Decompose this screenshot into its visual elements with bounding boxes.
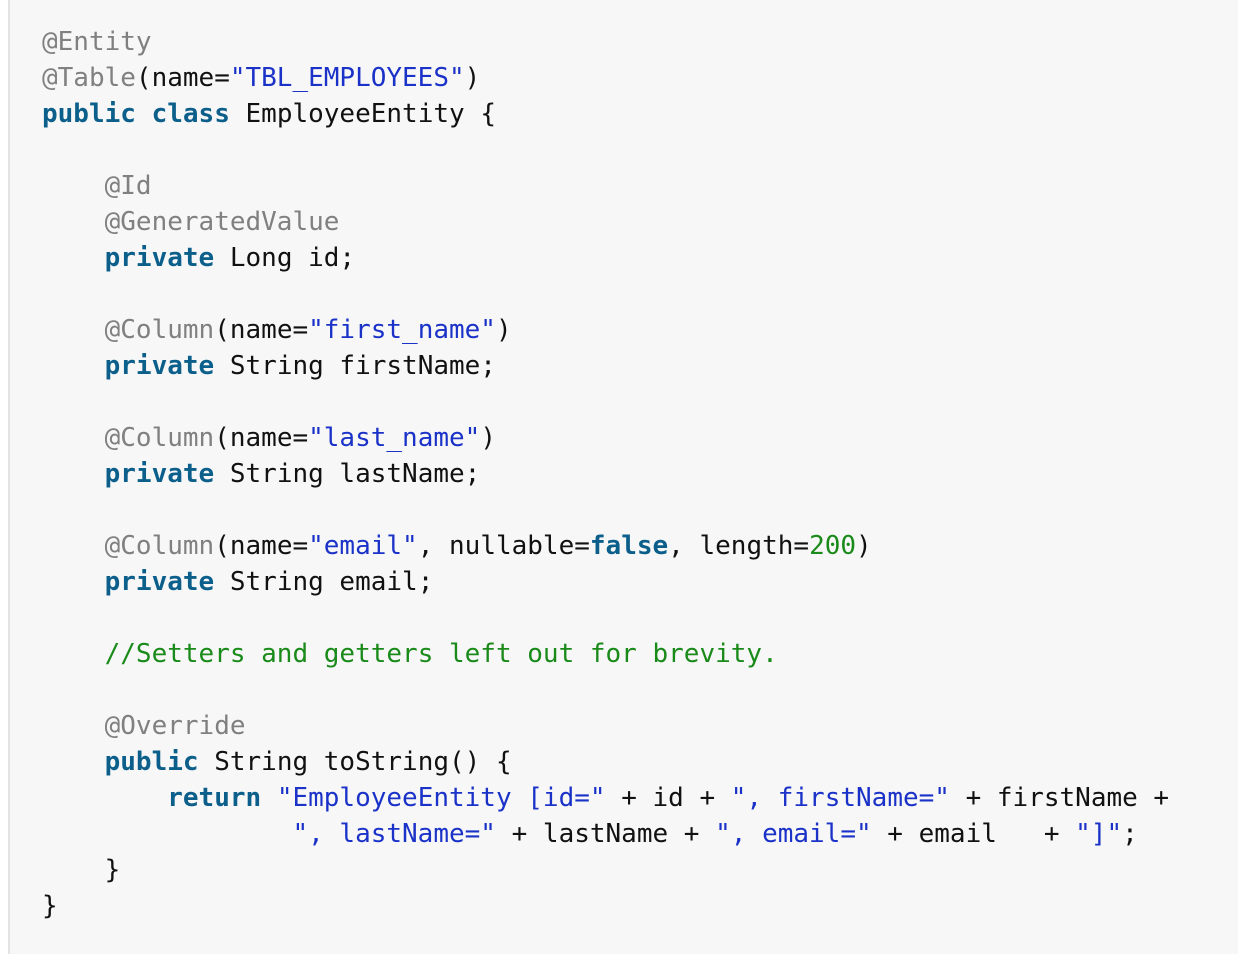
code-text-token bbox=[42, 459, 105, 489]
code-line bbox=[42, 600, 1238, 636]
code-text-token: (name= bbox=[214, 423, 309, 453]
annotation-token: @Column bbox=[104, 423, 215, 453]
code-text-token: String firstName; bbox=[214, 351, 496, 381]
keyword-token: private bbox=[104, 243, 215, 273]
code-text-token: } bbox=[42, 855, 121, 885]
code-text-token bbox=[42, 423, 105, 453]
code-text-token: String toString() { bbox=[198, 747, 512, 777]
code-text-token: (name= bbox=[135, 63, 230, 93]
code-line: @Entity bbox=[42, 24, 1238, 60]
code-text-token: String email; bbox=[214, 567, 434, 597]
annotation-token: @Table bbox=[42, 63, 136, 93]
code-text-token bbox=[42, 315, 105, 345]
code-line bbox=[42, 492, 1238, 528]
comment-token: //Setters and getters left out for brevi… bbox=[104, 639, 778, 669]
keyword-token: public bbox=[42, 99, 136, 129]
code-line: @Column(name="email", nullable=false, le… bbox=[42, 528, 1238, 564]
string-literal-token: "last_name" bbox=[308, 423, 481, 453]
code-line: @Column(name="first_name") bbox=[42, 312, 1238, 348]
code-text-token bbox=[42, 567, 105, 597]
code-line: } bbox=[42, 852, 1238, 888]
string-literal-token: "TBL_EMPLOYEES" bbox=[229, 63, 465, 93]
code-text-token: + email + bbox=[871, 819, 1076, 849]
code-line: return "EmployeeEntity [id=" + id + ", f… bbox=[42, 780, 1238, 816]
code-block: @Entity@Table(name="TBL_EMPLOYEES")publi… bbox=[8, 0, 1238, 954]
code-line: ", lastName=" + lastName + ", email=" + … bbox=[42, 816, 1238, 852]
number-literal-token: 200 bbox=[809, 531, 857, 561]
string-literal-token: "email" bbox=[308, 531, 418, 561]
code-line: @GeneratedValue bbox=[42, 204, 1238, 240]
code-text-token bbox=[42, 207, 105, 237]
code-text-token: ) bbox=[464, 63, 481, 93]
code-text-token bbox=[42, 711, 105, 741]
string-literal-token: "]" bbox=[1075, 819, 1123, 849]
code-line bbox=[42, 384, 1238, 420]
code-text-token bbox=[42, 819, 292, 849]
code-line bbox=[42, 276, 1238, 312]
keyword-token: public bbox=[104, 747, 199, 777]
annotation-token: @Entity bbox=[42, 27, 152, 57]
code-line: @Column(name="last_name") bbox=[42, 420, 1238, 456]
code-text-token bbox=[42, 639, 105, 669]
code-text-token bbox=[42, 783, 167, 813]
annotation-token: @Column bbox=[104, 315, 215, 345]
string-literal-token: "first_name" bbox=[308, 315, 496, 345]
keyword-token: private bbox=[104, 351, 215, 381]
code-line: //Setters and getters left out for brevi… bbox=[42, 636, 1238, 672]
code-line: private String firstName; bbox=[42, 348, 1238, 384]
code-text-token: ) bbox=[495, 315, 512, 345]
code-text-token bbox=[136, 99, 152, 129]
code-line: public String toString() { bbox=[42, 744, 1238, 780]
code-line: } bbox=[42, 888, 1238, 924]
code-text-token: Long id; bbox=[214, 243, 356, 273]
code-line bbox=[42, 132, 1238, 168]
code-line: private String email; bbox=[42, 564, 1238, 600]
code-text-token: EmployeeEntity { bbox=[229, 99, 496, 129]
string-literal-token: ", lastName=" bbox=[292, 819, 496, 849]
code-line: public class EmployeeEntity { bbox=[42, 96, 1238, 132]
string-literal-token: ", firstName=" bbox=[730, 783, 950, 813]
code-listing: @Entity@Table(name="TBL_EMPLOYEES")publi… bbox=[10, 0, 1238, 924]
code-text-token bbox=[42, 747, 105, 777]
code-text-token: } bbox=[42, 891, 58, 921]
code-text-token bbox=[42, 531, 105, 561]
string-literal-token: "EmployeeEntity [id=" bbox=[276, 783, 606, 813]
code-text-token bbox=[42, 171, 105, 201]
keyword-token: private bbox=[104, 567, 215, 597]
code-text-token: ) bbox=[856, 531, 872, 561]
annotation-token: @GeneratedValue bbox=[104, 207, 340, 237]
code-text-token: String lastName; bbox=[214, 459, 481, 489]
code-line bbox=[42, 672, 1238, 708]
code-text-token: (name= bbox=[214, 531, 309, 561]
keyword-token: return bbox=[167, 783, 262, 813]
annotation-token: @Column bbox=[104, 531, 215, 561]
code-text-token: + id + bbox=[605, 783, 731, 813]
code-line: @Id bbox=[42, 168, 1238, 204]
string-literal-token: ", email=" bbox=[715, 819, 872, 849]
code-line: @Override bbox=[42, 708, 1238, 744]
code-text-token bbox=[42, 351, 105, 381]
keyword-token: class bbox=[151, 99, 230, 129]
code-text-token: ) bbox=[480, 423, 496, 453]
code-text-token: ; bbox=[1122, 819, 1138, 849]
annotation-token: @Id bbox=[104, 171, 152, 201]
code-text-token: , nullable= bbox=[417, 531, 590, 561]
code-line: private Long id; bbox=[42, 240, 1238, 276]
keyword-token: false bbox=[589, 531, 669, 561]
code-text-token bbox=[42, 243, 105, 273]
code-line: private String lastName; bbox=[42, 456, 1238, 492]
code-line: @Table(name="TBL_EMPLOYEES") bbox=[42, 60, 1238, 96]
code-text-token: , length= bbox=[668, 531, 810, 561]
code-text-token: (name= bbox=[214, 315, 309, 345]
keyword-token: private bbox=[104, 459, 215, 489]
code-text-token: + lastName + bbox=[495, 819, 716, 849]
code-text-token bbox=[261, 783, 277, 813]
code-text-token: + firstName + bbox=[949, 783, 1170, 813]
annotation-token: @Override bbox=[104, 711, 246, 741]
